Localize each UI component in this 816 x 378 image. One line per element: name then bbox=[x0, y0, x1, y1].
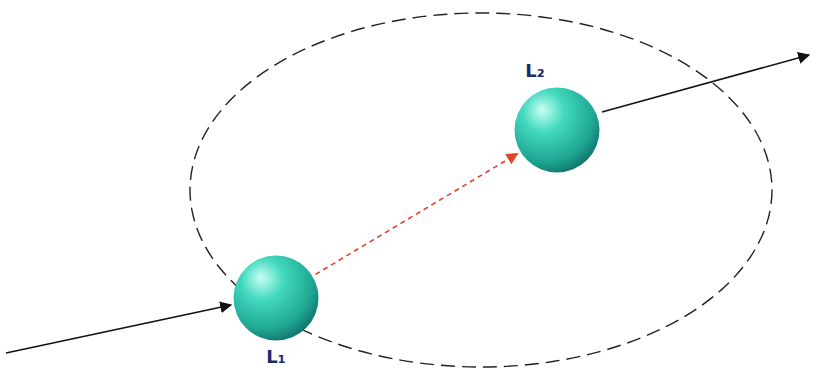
dashed-orbit bbox=[190, 13, 772, 367]
sphere-shape bbox=[233, 255, 319, 341]
transfer-arrow bbox=[315, 154, 517, 275]
sphere-label: L₁ bbox=[266, 347, 285, 367]
sphere-node: L₁ bbox=[233, 255, 319, 341]
sphere-shape bbox=[514, 87, 600, 173]
sphere bbox=[515, 88, 600, 173]
incoming-arrow bbox=[6, 305, 231, 353]
sphere-node: L₂ bbox=[514, 87, 600, 173]
sphere-label: L₂ bbox=[525, 61, 544, 81]
outgoing-arrow bbox=[602, 55, 809, 112]
sphere bbox=[234, 256, 319, 341]
